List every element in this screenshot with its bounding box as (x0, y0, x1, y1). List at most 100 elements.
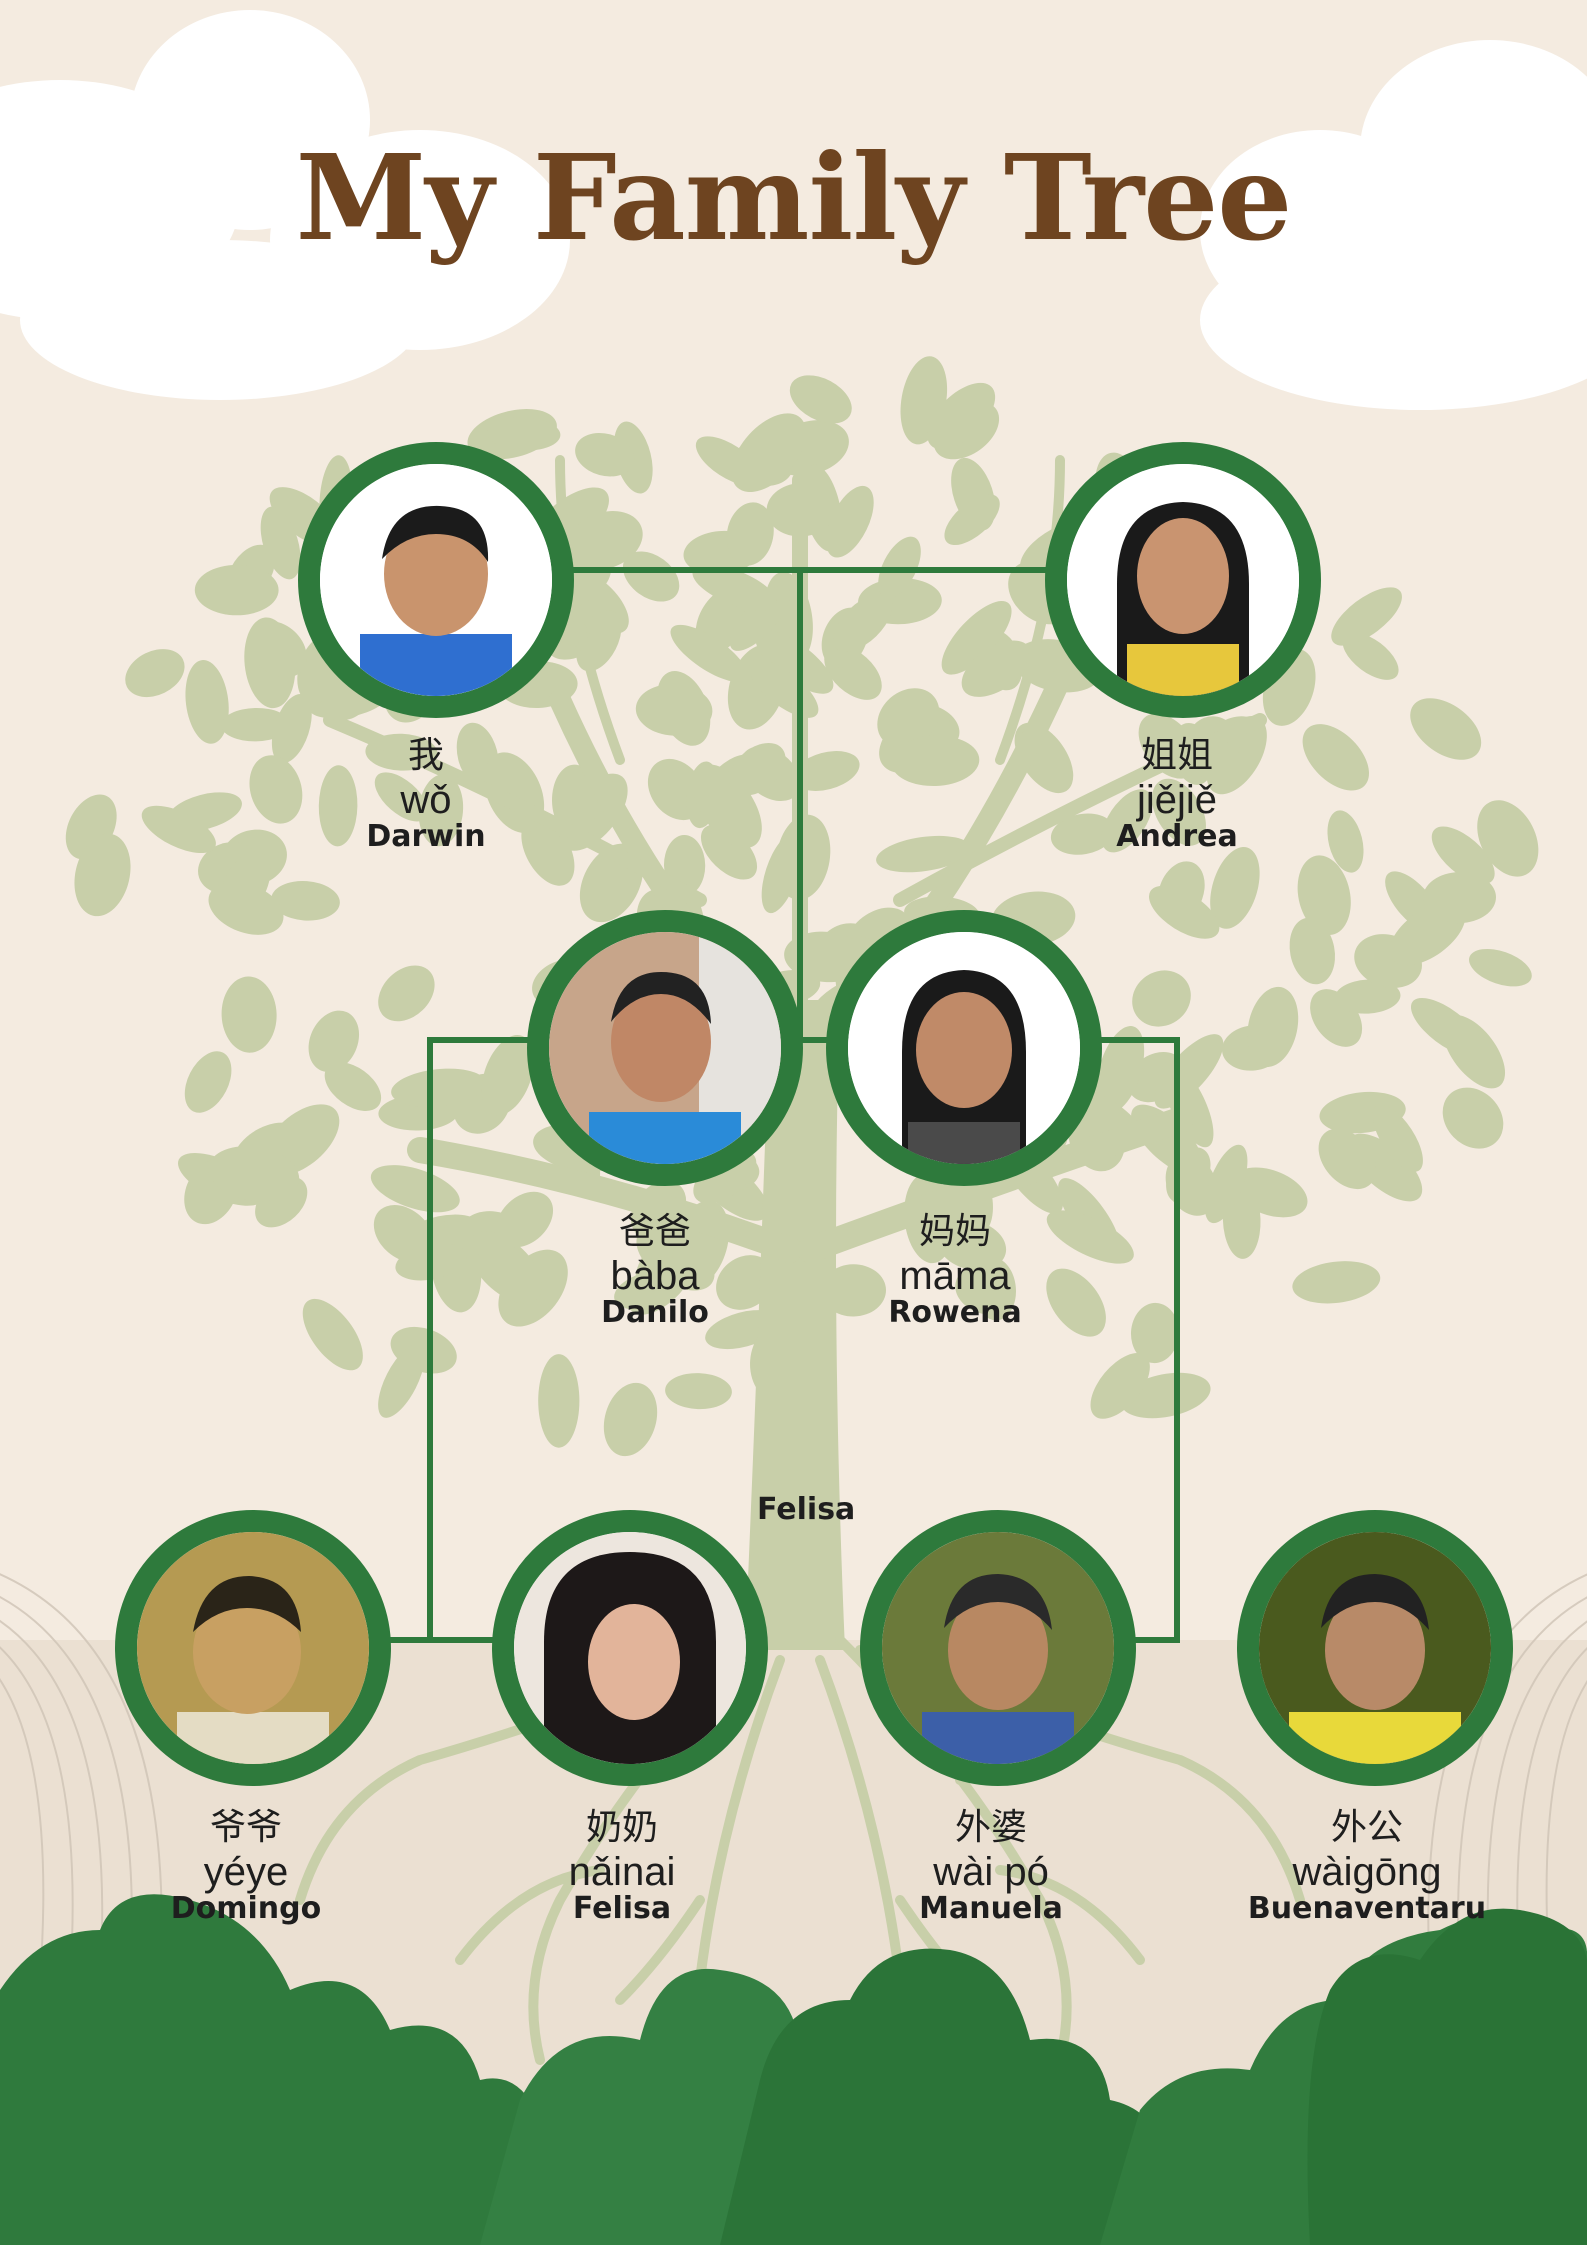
member-hanzi: 姐姐 (1140, 735, 1213, 776)
leaf (700, 824, 758, 880)
leaf (567, 511, 643, 570)
member-hanzi: 我 (407, 735, 444, 776)
leaf (729, 742, 786, 796)
leaf (1334, 979, 1401, 1014)
member-pinyin: bàba (610, 1254, 700, 1298)
leaf (74, 833, 131, 917)
leaf (370, 1165, 460, 1213)
leaf (876, 835, 971, 873)
member-hanzi: 妈妈 (918, 1211, 991, 1252)
leaf (249, 755, 303, 824)
leaf (1331, 587, 1402, 646)
leaf (1302, 724, 1369, 791)
leaf (1132, 970, 1191, 1027)
leaf (927, 382, 996, 450)
member-hanzi: 外公 (1330, 1807, 1403, 1848)
member-pinyin: wài pó (933, 1850, 1049, 1894)
member-pinyin: wàigōng (1292, 1850, 1442, 1894)
leaf (692, 764, 762, 849)
label-paternal-grandmother: 奶奶 nǎinai Felisa (432, 1806, 812, 1924)
leaf (1130, 1302, 1179, 1364)
cloud-right (1200, 40, 1587, 410)
leaf (496, 1191, 554, 1248)
leaf (378, 1344, 425, 1418)
leaf (468, 1231, 543, 1304)
leaf (955, 1266, 1015, 1315)
member-hanzi: 外婆 (954, 1807, 1027, 1848)
leaf (1090, 1353, 1150, 1419)
leaf (1423, 872, 1496, 924)
label-me: 我 wǒ Darwin (236, 734, 616, 852)
member-name: Domingo (170, 1891, 322, 1926)
leaf (603, 1382, 658, 1457)
leaf (826, 485, 874, 558)
leaf (1152, 778, 1206, 846)
member-pinyin: jiějiě (1136, 778, 1218, 822)
leaf (792, 751, 860, 791)
photo-me (298, 442, 574, 718)
leaf (833, 593, 893, 652)
leaf (1210, 847, 1260, 929)
leaf (374, 772, 429, 822)
leaf (890, 735, 980, 787)
leaf (731, 413, 807, 492)
leaf (1046, 1210, 1134, 1264)
member-name: Felisa (572, 1891, 672, 1926)
leaf (1204, 1144, 1248, 1224)
leaf (961, 640, 1031, 697)
leaf (726, 502, 774, 566)
leaf (1101, 789, 1153, 853)
member-name: Manuela (919, 1891, 1063, 1926)
cloud-left (0, 10, 570, 400)
leaf (692, 564, 777, 611)
leaf (670, 624, 748, 682)
leaf (789, 375, 852, 424)
leaf (1410, 698, 1482, 760)
leaf (141, 805, 216, 854)
photo-father (527, 910, 803, 1186)
leaf (1046, 1268, 1106, 1337)
leaf (1096, 1026, 1145, 1114)
leaf (1297, 855, 1351, 935)
leaf (1247, 986, 1299, 1067)
leaf (221, 976, 277, 1053)
leaf (693, 1150, 757, 1204)
label-father: 爸爸 bàba Danilo (465, 1210, 845, 1328)
leaf (941, 601, 1012, 675)
label-maternal-grandmother: 外婆 wài pó Manuela (801, 1806, 1181, 1924)
member-name: Darwin (366, 819, 486, 854)
leaf (1050, 813, 1115, 855)
photo-maternal-grandfather (1237, 1510, 1513, 1786)
tree-trunk (323, 455, 1267, 1650)
bushes (0, 1894, 1587, 2245)
leaf (249, 621, 307, 678)
leaf (418, 774, 464, 847)
leaf (665, 1373, 732, 1410)
photo-paternal-grandmother (492, 1510, 768, 1786)
leaf (208, 881, 284, 935)
tree-canopy (65, 356, 1539, 1457)
leaf (551, 764, 598, 837)
member-hanzi: 奶奶 (585, 1807, 658, 1848)
member-name: Rowena (888, 1295, 1022, 1330)
member-pinyin: yéye (203, 1850, 289, 1894)
photo-sister (1045, 442, 1321, 718)
member-name: Buenaventaru (1247, 1891, 1487, 1926)
leaf (944, 494, 1000, 546)
leaf (324, 1062, 382, 1111)
leaf (271, 694, 312, 764)
leaf (487, 417, 561, 451)
leaf (1157, 861, 1205, 923)
leaf (1477, 800, 1539, 877)
leaf (271, 881, 340, 921)
photo-mother (826, 910, 1102, 1186)
page-title: My Family Tree (295, 128, 1293, 267)
leaf (1318, 1128, 1376, 1190)
leaf (1292, 1261, 1381, 1304)
leaf (1431, 826, 1495, 885)
member-hanzi: 爷爷 (209, 1807, 282, 1848)
member-pinyin: wǒ (400, 778, 452, 822)
label-mother: 妈妈 māma Rowena (765, 1210, 1145, 1328)
label-maternal-grandfather: 外公 wàigōng Buenaventaru (1177, 1806, 1557, 1924)
leaf (1289, 917, 1336, 985)
